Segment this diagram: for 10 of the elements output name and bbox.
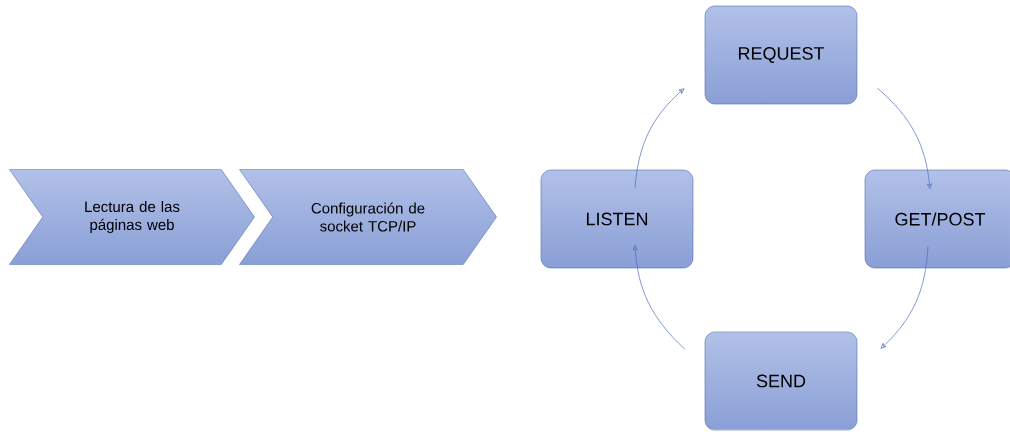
- rounded-box: REQUEST: [704, 5, 858, 105]
- curved-arrow: [634, 88, 685, 189]
- chevron-step: Configuración de socket TCP/IP: [239, 169, 497, 265]
- curved-arrow: [880, 245, 929, 349]
- curved-arrow: [632, 244, 686, 350]
- rounded-box: SEND: [704, 331, 858, 431]
- rounded-box: LISTEN: [540, 169, 694, 269]
- curved-arrow: [876, 87, 932, 190]
- chevron-step: Lectura de las páginas web: [9, 169, 255, 265]
- rounded-box: GET/POST: [864, 169, 1010, 269]
